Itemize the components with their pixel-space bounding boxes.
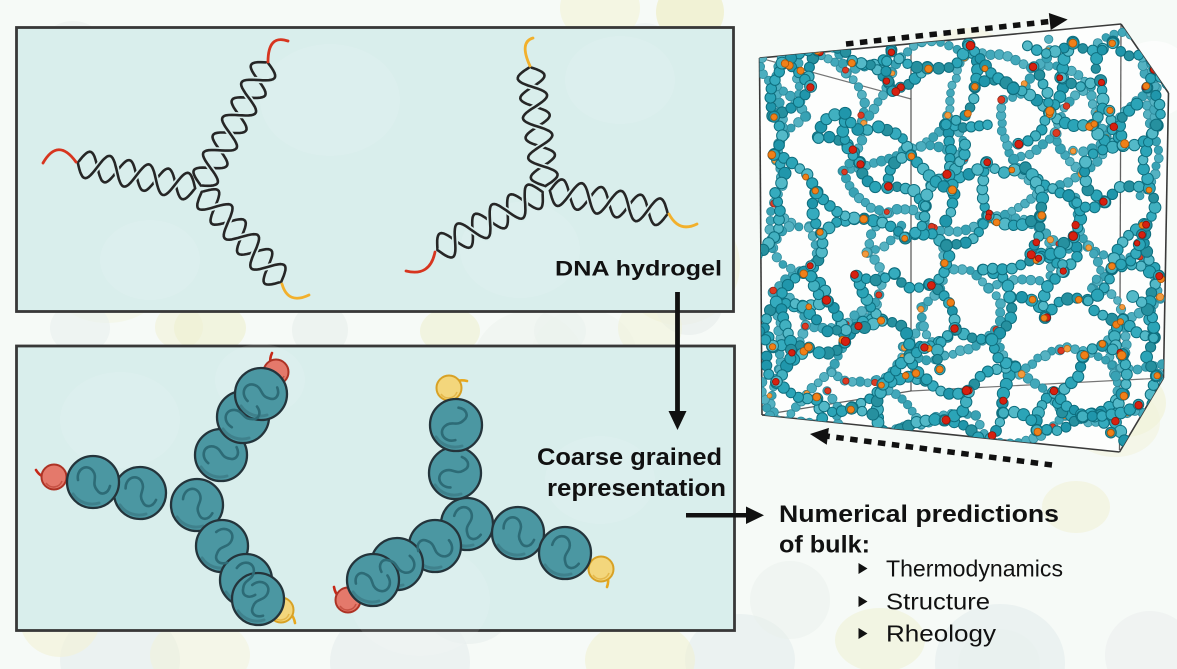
svg-text:of bulk:: of bulk: [779, 531, 870, 558]
svg-text:DNA hydrogel: DNA hydrogel [555, 257, 722, 281]
svg-text:Coarse grained: Coarse grained [537, 444, 722, 471]
svg-text:Structure: Structure [886, 589, 990, 615]
svg-text:Thermodynamics: Thermodynamics [886, 556, 1063, 582]
svg-text:representation: representation [547, 475, 726, 502]
svg-text:Numerical predictions: Numerical predictions [779, 501, 1059, 528]
svg-text:Rheology: Rheology [886, 621, 996, 647]
